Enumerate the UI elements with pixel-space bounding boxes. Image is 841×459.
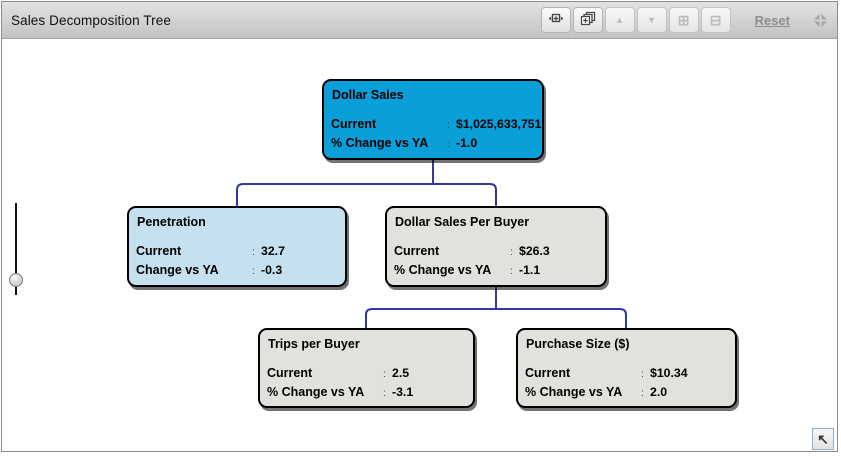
sales-decomposition-tree-window: Sales Decomposition Tree — [1, 1, 838, 452]
zoom-in-button[interactable]: ⊞ — [668, 7, 699, 33]
metric-value: -1.0 — [456, 135, 478, 150]
metric-row: % Change vs YA : 2.0 — [525, 384, 728, 403]
metric-separator: : — [383, 386, 386, 399]
scroll-down-button[interactable]: ▼ — [636, 7, 667, 33]
expand-width-icon — [548, 11, 564, 30]
window-header: Sales Decomposition Tree — [2, 2, 837, 39]
metric-row: Current : $1,025,633,751 — [331, 116, 541, 135]
node-title: Dollar Sales — [332, 88, 404, 102]
tree-canvas: Dollar Sales Current : $1,025,633,751 % … — [2, 39, 837, 451]
metric-row: % Change vs YA : -3.1 — [267, 384, 466, 403]
metric-separator: : — [510, 246, 513, 258]
metric-label: Current — [394, 244, 440, 258]
metric-label: Current — [331, 117, 377, 131]
arrow-up-left-icon: ↖ — [817, 431, 829, 447]
metric-value: 2.5 — [392, 366, 410, 380]
metric-label: % Change vs YA — [331, 135, 429, 150]
metric-value: 2.0 — [650, 384, 668, 399]
metric-row: % Change vs YA : -1.1 — [394, 262, 598, 281]
metric-separator: : — [641, 368, 644, 380]
metric-value: -0.3 — [261, 262, 283, 277]
metric-value: $10.34 — [650, 366, 688, 380]
toolbar: ▲ ▼ ⊞ ⊟ Reset — [540, 2, 831, 38]
node-purchase-size[interactable]: Purchase Size ($) Current : $10.34 % Cha… — [516, 328, 737, 408]
pan-to-origin-button[interactable]: ↖ — [812, 428, 834, 450]
metric-label: % Change vs YA — [267, 384, 365, 399]
metric-separator: : — [252, 264, 255, 277]
metric-separator: : — [383, 368, 386, 380]
node-title: Dollar Sales Per Buyer — [395, 215, 530, 229]
metric-separator: : — [510, 264, 513, 277]
metric-separator: : — [641, 386, 644, 399]
node-title: Penetration — [137, 215, 206, 229]
metric-label: Change vs YA — [136, 262, 219, 277]
scroll-down-icon: ▼ — [647, 14, 657, 25]
collapse-icon[interactable] — [812, 12, 829, 29]
scroll-up-button[interactable]: ▲ — [604, 7, 635, 33]
metric-row: Change vs YA : -0.3 — [136, 262, 338, 281]
metric-row: Current : 32.7 — [136, 243, 338, 262]
reset-button[interactable]: Reset — [754, 12, 790, 28]
metric-value: 32.7 — [261, 244, 285, 258]
node-title: Trips per Buyer — [268, 337, 360, 351]
metric-label: % Change vs YA — [525, 384, 623, 399]
metric-value: $26.3 — [519, 244, 550, 258]
metric-row: Current : 2.5 — [267, 365, 466, 384]
zoom-out-button[interactable]: ⊟ — [700, 7, 731, 33]
cascade-button[interactable] — [572, 7, 603, 33]
metric-row: Current : $26.3 — [394, 243, 598, 262]
node-trips-per-buyer[interactable]: Trips per Buyer Current : 2.5 % Change v… — [258, 328, 475, 408]
cascade-icon — [580, 11, 596, 30]
node-title: Purchase Size ($) — [526, 337, 630, 351]
page-title: Sales Decomposition Tree — [11, 12, 171, 28]
metric-separator: : — [447, 119, 450, 131]
metric-label: % Change vs YA — [394, 262, 492, 277]
node-penetration[interactable]: Penetration Current : 32.7 Change vs YA … — [127, 206, 347, 287]
metric-row: % Change vs YA : -1.0 — [331, 135, 535, 154]
metric-label: Current — [525, 366, 571, 380]
metric-label: Current — [267, 366, 313, 380]
zoom-out-icon: ⊟ — [709, 12, 722, 28]
metric-value: -3.1 — [392, 384, 414, 399]
metric-label: Current — [136, 244, 182, 258]
node-dollar-sales[interactable]: Dollar Sales Current : $1,025,633,751 % … — [322, 79, 544, 160]
zoom-in-icon: ⊞ — [677, 12, 690, 28]
metric-value: -1.1 — [519, 262, 541, 277]
expand-width-button[interactable] — [540, 7, 571, 33]
zoom-slider-handle[interactable] — [9, 273, 23, 287]
node-dollar-sales-per-buyer[interactable]: Dollar Sales Per Buyer Current : $26.3 %… — [385, 206, 607, 287]
metric-value: $1,025,633,751 — [456, 117, 542, 131]
metric-separator: : — [447, 137, 450, 150]
metric-separator: : — [252, 246, 255, 258]
metric-row: Current : $10.34 — [525, 365, 728, 384]
scroll-up-icon: ▲ — [615, 14, 625, 25]
zoom-slider-track[interactable] — [15, 203, 17, 295]
